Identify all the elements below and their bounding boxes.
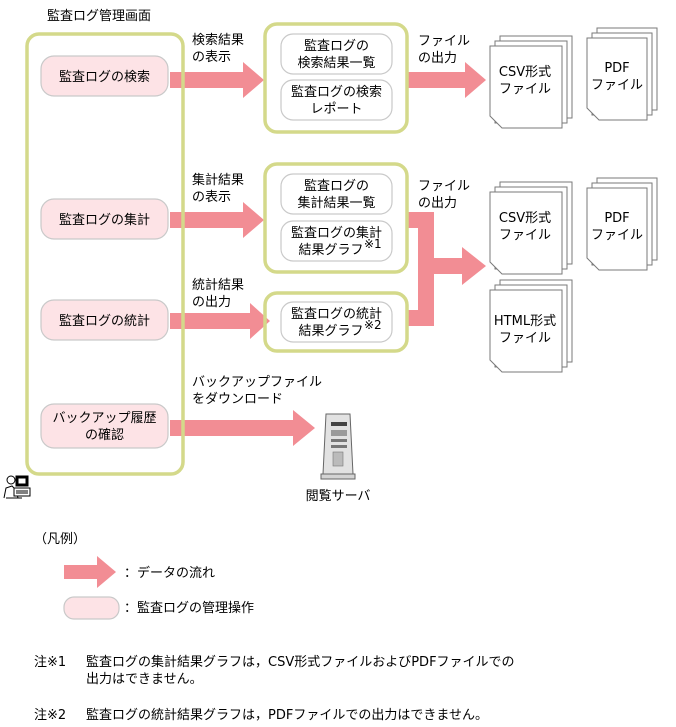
arrow-aggregate-result	[170, 202, 264, 238]
legend-title: （凡例）	[34, 532, 86, 547]
screen-aggregate-list-2: 集計結果一覧	[297, 195, 375, 211]
screen-search-list-1: 監査ログの	[304, 38, 369, 54]
file-html: HTML形式 ファイル	[489, 279, 573, 373]
label-statistics-result-1: 統計結果	[192, 277, 244, 293]
file-pdf-1-label-1: PDF	[604, 61, 629, 76]
op-aggregate[interactable]: 監査ログの集計	[40, 198, 169, 240]
screen-aggregate-graph-1: 監査ログの集計	[291, 225, 382, 241]
note-1-line-1: 監査ログの集計結果グラフは，CSV形式ファイルおよびPDFファイルでの	[86, 654, 515, 670]
file-csv-2: CSV形式 ファイル	[489, 181, 573, 275]
arrow-search-result	[170, 62, 264, 98]
label-statistics-result-2: の出力	[192, 295, 231, 310]
screen-statistics-graph-1: 監査ログの統計	[291, 306, 382, 322]
label-backup-download-2: をダウンロード	[192, 392, 283, 407]
note-2-mark: 注※2	[34, 708, 66, 723]
label-search-result-1: 検索結果	[192, 33, 244, 48]
screen-aggregate-graph-note: ※1	[364, 237, 382, 251]
arrow-file-output-2	[408, 212, 486, 326]
label-backup-download-1: バックアップファイル	[192, 375, 322, 390]
legend-op-icon	[63, 596, 120, 620]
label-search-result-2: の表示	[192, 50, 231, 65]
legend-op-desc: ：監査ログの管理操作	[124, 600, 254, 616]
server-label: 閲覧サーバ	[306, 488, 371, 504]
management-screen-frame	[25, 32, 185, 476]
op-backup-label-1: バックアップ履歴	[52, 411, 156, 426]
op-search-label: 監査ログの検索	[59, 69, 150, 85]
screen-statistics-graph-2: 結果グラフ	[298, 324, 363, 339]
search-result-frame	[263, 22, 409, 134]
label-file-output-2a: ファイル	[418, 179, 470, 194]
user-terminal-icon	[3, 475, 31, 499]
file-csv-1-label-1: CSV形式	[499, 65, 551, 80]
screen-aggregate-list[interactable]: 監査ログの 集計結果一覧	[280, 173, 393, 215]
arrow-file-output-1	[408, 62, 486, 98]
screen-aggregate-graph-2: 結果グラフ	[298, 243, 363, 258]
screen-aggregate-graph[interactable]: 監査ログの集計 結果グラフ ※1	[280, 220, 393, 262]
op-statistics-label: 監査ログの統計	[59, 313, 150, 329]
note-1-line-2: 出力はできません。	[86, 672, 203, 687]
aggregate-result-frame	[263, 162, 409, 274]
file-pdf-1: PDF ファイル	[586, 27, 658, 121]
file-csv-2-label-2: ファイル	[499, 228, 551, 243]
server-icon	[320, 413, 356, 480]
screen-search-report-2: レポート	[310, 102, 362, 117]
main-title: 監査ログ管理画面	[47, 8, 151, 24]
screen-search-report[interactable]: 監査ログの検索 レポート	[280, 79, 393, 121]
file-pdf-2: PDF ファイル	[586, 177, 658, 271]
label-aggregate-result-1: 集計結果	[192, 172, 244, 188]
file-csv-2-label-1: CSV形式	[499, 211, 551, 226]
op-aggregate-label: 監査ログの集計	[59, 212, 150, 228]
screen-search-report-1: 監査ログの検索	[291, 84, 382, 100]
arrow-statistics-result	[170, 303, 270, 339]
label-file-output-1a: ファイル	[418, 34, 470, 49]
file-pdf-2-label-1: PDF	[604, 211, 629, 226]
note-2-line-1: 監査ログの統計結果グラフは，PDFファイルでの出力はできません。	[86, 707, 488, 723]
arrow-backup-download	[170, 410, 315, 446]
op-backup[interactable]: バックアップ履歴 の確認	[40, 403, 169, 449]
file-csv-1-label-2: ファイル	[499, 82, 551, 97]
screen-search-list[interactable]: 監査ログの 検索結果一覧	[280, 33, 393, 75]
note-1-mark: 注※1	[34, 655, 66, 670]
file-csv-1: CSV形式 ファイル	[489, 35, 573, 129]
op-search[interactable]: 監査ログの検索	[40, 55, 169, 97]
label-file-output-2b: の出力	[418, 196, 457, 211]
op-backup-label-2: の確認	[85, 427, 124, 443]
legend-arrow-icon	[64, 556, 116, 588]
file-pdf-1-label-2: ファイル	[591, 78, 643, 93]
statistics-result-frame	[263, 291, 409, 353]
screen-statistics-graph[interactable]: 監査ログの統計 結果グラフ ※2	[280, 301, 393, 343]
label-aggregate-result-2: の表示	[192, 190, 231, 205]
op-statistics[interactable]: 監査ログの統計	[40, 299, 169, 341]
screen-search-list-2: 検索結果一覧	[297, 55, 375, 71]
file-html-label-2: ファイル	[499, 331, 551, 346]
screen-statistics-graph-note: ※2	[364, 318, 382, 332]
legend-arrow-desc: ：データの流れ	[124, 565, 215, 581]
label-file-output-1b: の出力	[418, 51, 457, 66]
file-pdf-2-label-2: ファイル	[591, 228, 643, 243]
file-html-label-1: HTML形式	[494, 314, 556, 329]
screen-aggregate-list-1: 監査ログの	[304, 178, 369, 194]
